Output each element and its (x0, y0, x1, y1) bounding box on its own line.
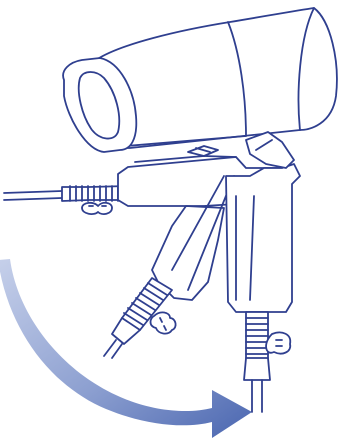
hang-loop-middle (149, 311, 177, 335)
switch (187, 145, 219, 157)
rotation-arrow (0, 259, 252, 438)
handle-folded (225, 163, 301, 313)
cord-strain-relief-middle (111, 277, 173, 345)
nozzle (62, 57, 138, 153)
hang-loop-left (81, 201, 113, 215)
cord-left (3, 190, 63, 201)
dryer-body (83, 7, 338, 149)
hang-loop-folded (265, 331, 292, 355)
cord-middle (103, 339, 123, 359)
hinge (245, 131, 295, 169)
cord-folded (251, 379, 263, 413)
handle-intermediate (151, 175, 235, 301)
cord-strain-relief-folded (243, 311, 271, 381)
